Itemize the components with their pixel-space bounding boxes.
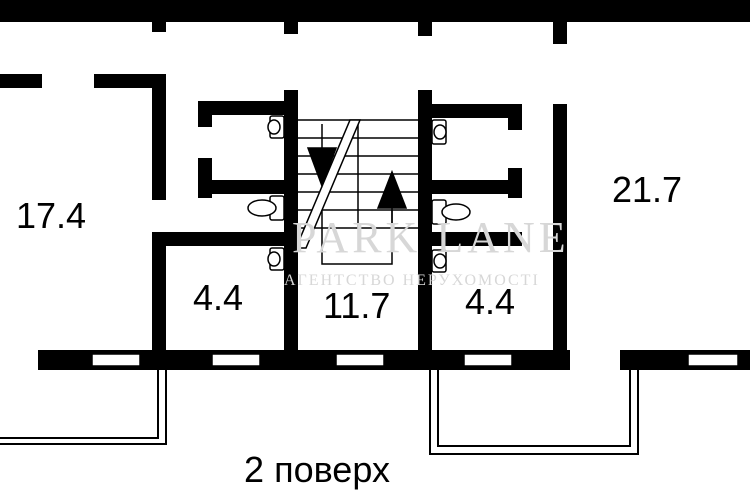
toilet-icon (267, 115, 285, 139)
toilet-icon (431, 199, 471, 225)
toilet-icon (247, 195, 285, 221)
staircase (294, 119, 418, 265)
toilet-icon (431, 119, 447, 145)
watermark-brand: PARK LANE (292, 213, 570, 262)
floor-caption: 2 поверх (244, 449, 390, 490)
room-area-label: 4.4 (465, 281, 516, 322)
toilet-icon (431, 249, 447, 273)
windows (91, 353, 739, 367)
toilet-icon (267, 247, 285, 271)
balconies (0, 370, 639, 455)
room-area-label: 11.7 (323, 285, 391, 326)
room-area-label: 21.7 (612, 169, 683, 210)
room-area-label: 17.4 (16, 195, 87, 236)
toilet-icons (247, 115, 471, 273)
watermark-tagline: АГЕНТСТВО НЕРУХОМОСТІ (284, 272, 540, 289)
room-area-label: 4.4 (193, 277, 244, 318)
